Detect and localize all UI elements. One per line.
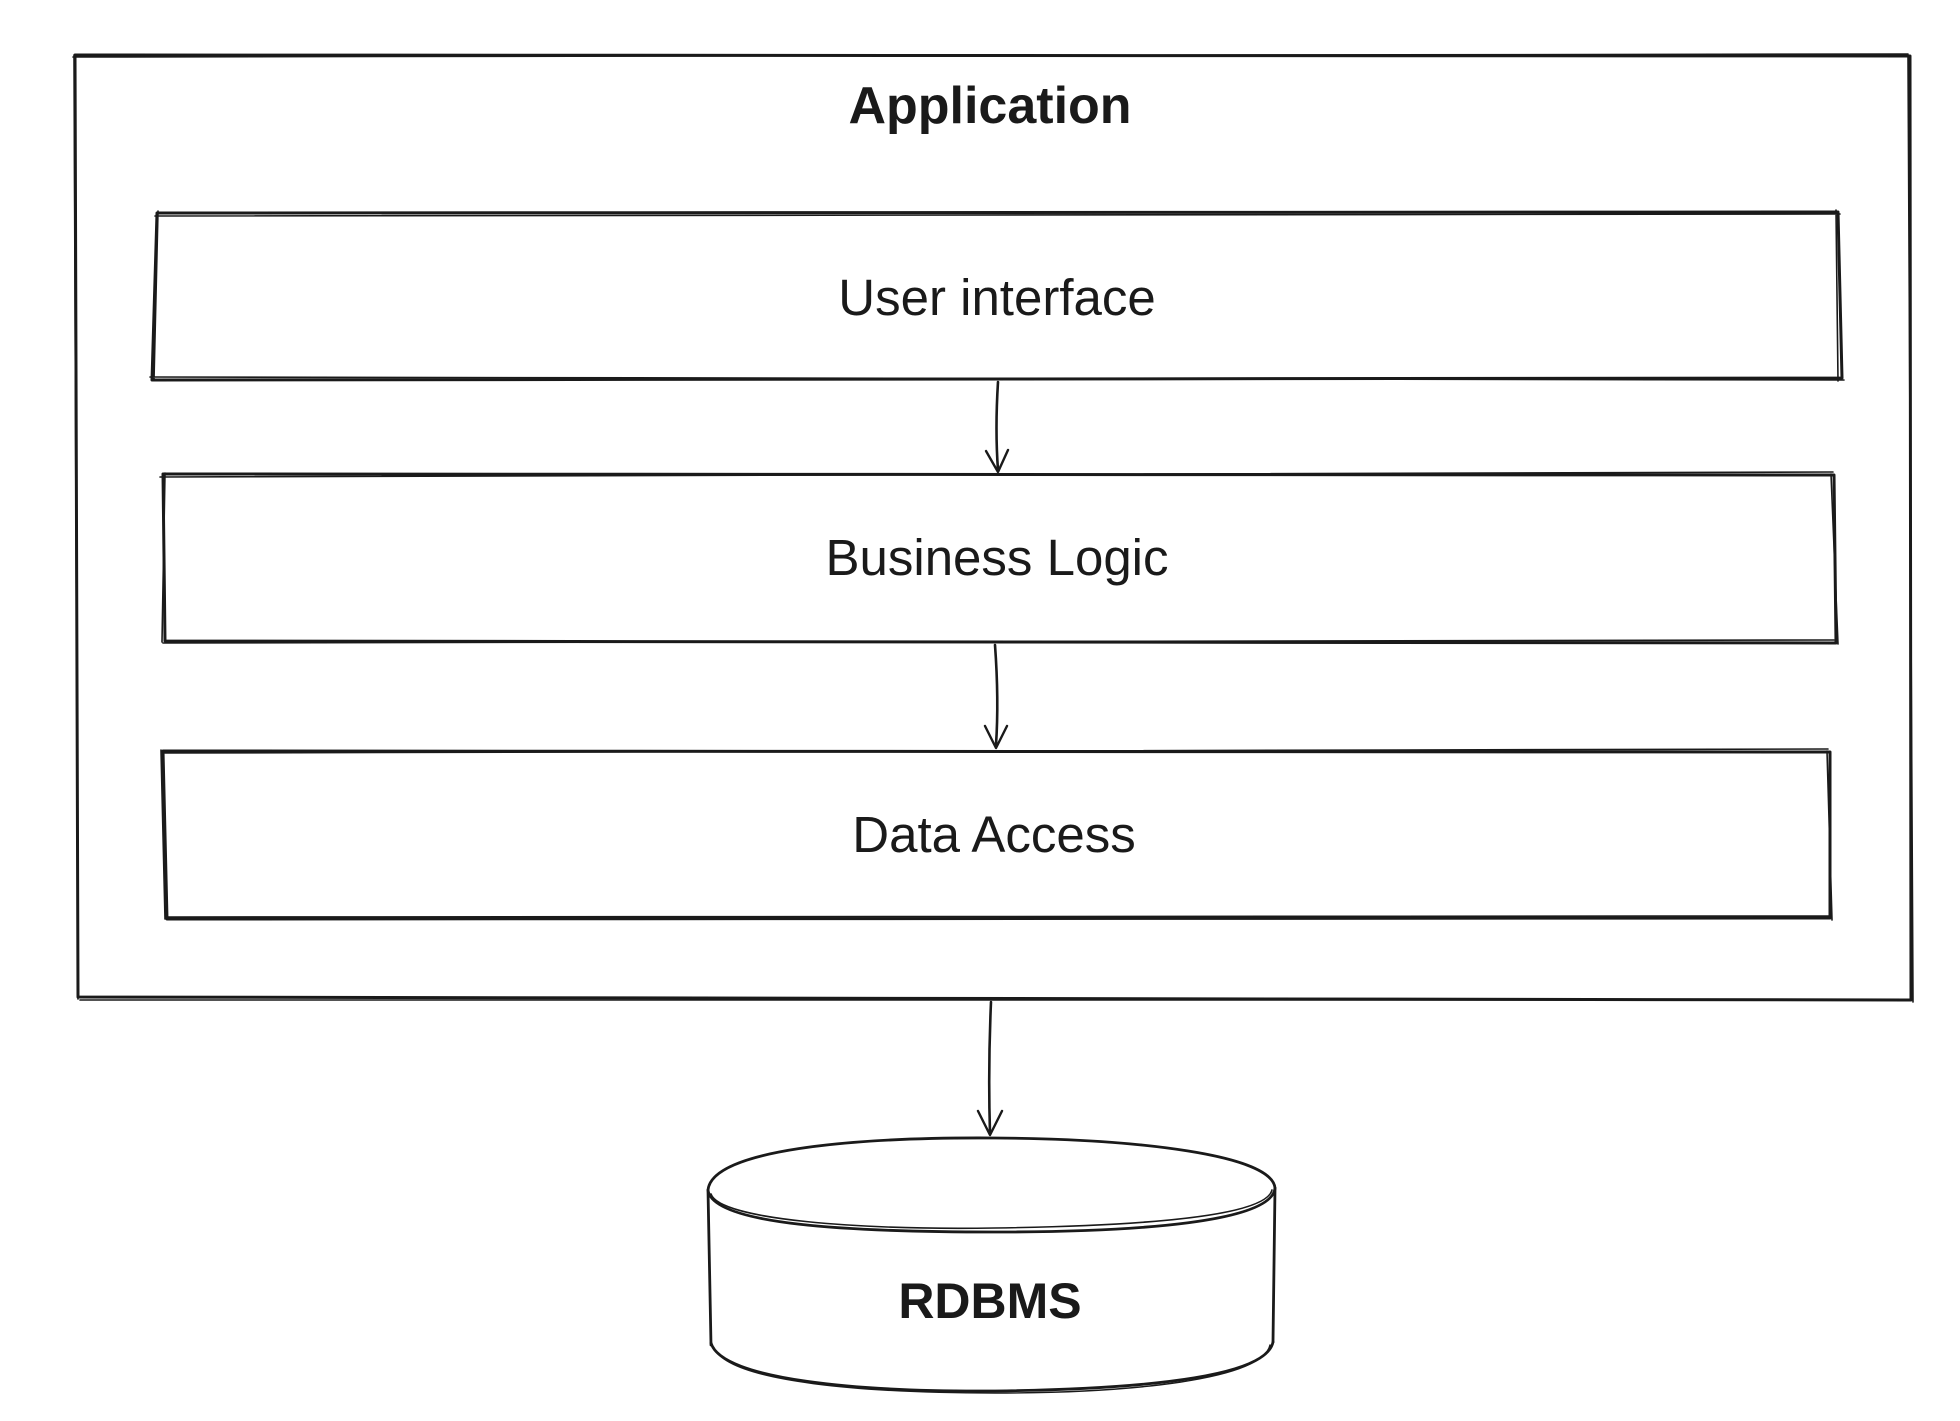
layer-label-business-logic: Business Logic	[825, 529, 1168, 586]
rdbms-database: RDBMS	[706, 1136, 1277, 1394]
layer-business-logic: Business Logic	[159, 471, 1839, 645]
rdbms-label: RDBMS	[898, 1273, 1081, 1329]
arrow-ui-to-business	[984, 380, 1010, 474]
layer-user-interface: User interface	[149, 209, 1845, 382]
layer-label-user-interface: User interface	[838, 269, 1155, 326]
arrow-business-to-data	[983, 643, 1009, 750]
arrow-application-to-rdbms	[976, 1000, 1004, 1137]
layer-label-data-access: Data Access	[852, 806, 1135, 863]
layer-data-access: Data Access	[160, 748, 1833, 921]
application-title: Application	[848, 77, 1131, 135]
